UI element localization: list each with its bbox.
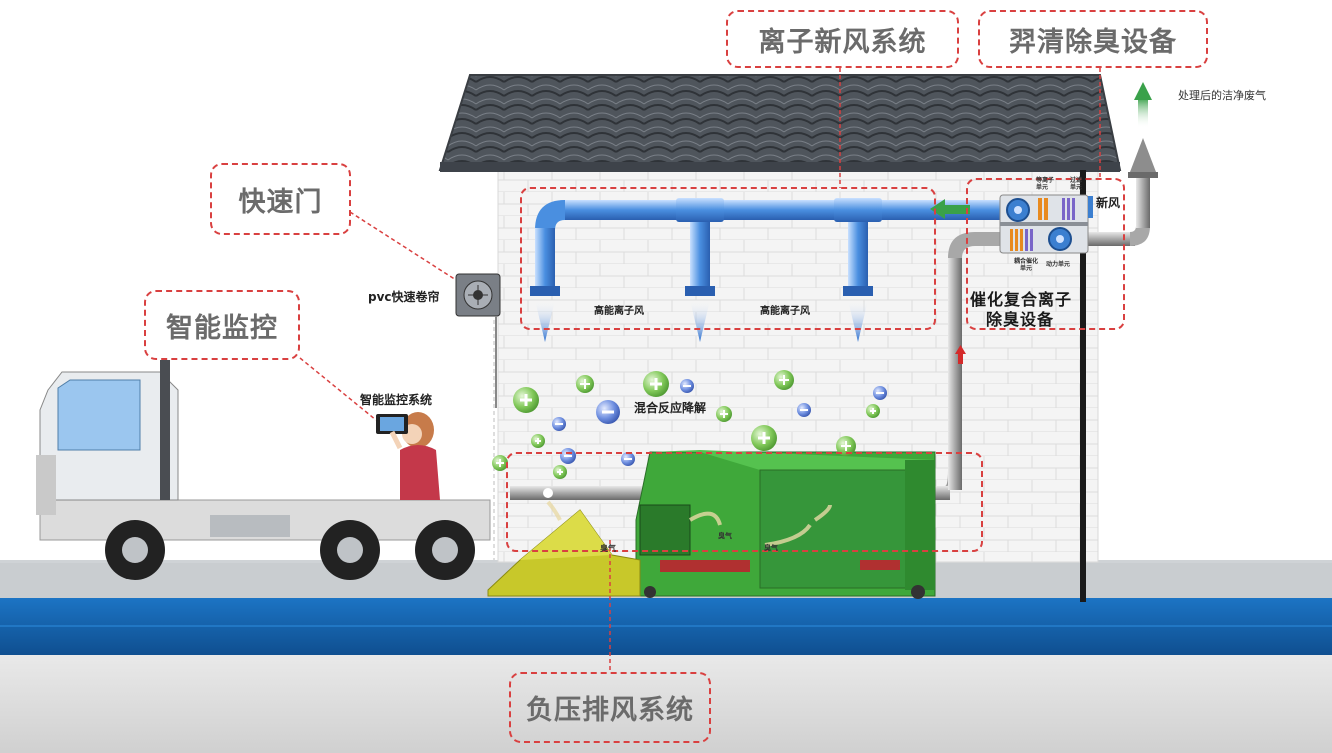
plus-ion xyxy=(866,404,880,418)
plus-ion xyxy=(836,436,856,456)
region-exhaust xyxy=(506,452,983,552)
label-odor: 臭气 xyxy=(600,544,616,553)
region-deodor-device xyxy=(966,178,1125,330)
plus-ion xyxy=(716,406,732,422)
minus-ion xyxy=(596,400,620,424)
plus-ion xyxy=(774,370,794,390)
building-post xyxy=(1080,170,1086,602)
label-monitor-system: 智能监控系统 xyxy=(360,393,433,407)
minus-ion xyxy=(873,386,887,400)
plus-ion xyxy=(492,455,508,471)
label-clean-exhaust: 处理后的洁净废气 xyxy=(1178,89,1266,102)
callout-fast-door: 快速门 xyxy=(210,163,351,235)
label-unit-catalytic: 耦合催化单元 xyxy=(1013,258,1038,272)
label-catalytic-device-line1: 催化复合离子 xyxy=(970,290,1073,309)
callout-yiqing-deodor: 羿清除臭设备 xyxy=(978,10,1208,68)
plus-ion xyxy=(513,387,539,413)
label-odor: 臭气 xyxy=(764,544,778,552)
label-high-ion-wind-2: 高能离子风 xyxy=(760,306,810,317)
label-catalytic-device-line2: 除臭设备 xyxy=(986,310,1055,329)
plus-ion xyxy=(643,371,669,397)
label-unit-ion: 等离子单元 xyxy=(1036,177,1055,191)
label-mixed-reaction: 混合反应降解 xyxy=(634,401,707,415)
callout-smart-monitor: 智能监控 xyxy=(144,290,300,360)
plus-ion xyxy=(751,425,777,451)
minus-ion xyxy=(680,379,694,393)
region-ion-ducts xyxy=(520,187,936,330)
label-fresh-air: 新风 xyxy=(1096,196,1121,210)
minus-ion xyxy=(552,417,566,431)
roof xyxy=(438,74,1122,171)
plus-ion xyxy=(531,434,545,448)
label-unit-filter: 过滤单元 xyxy=(1070,177,1083,191)
minus-ion xyxy=(621,452,635,466)
catalytic-device xyxy=(999,194,1093,254)
monitoring-operator xyxy=(376,412,440,500)
garbage-truck xyxy=(36,360,491,580)
garbage-compactor xyxy=(487,450,936,599)
callout-ion-fresh-air: 离子新风系统 xyxy=(726,10,959,68)
callout-negative-pressure: 负压排风系统 xyxy=(509,672,711,743)
ion-particles xyxy=(492,370,887,479)
plus-ion xyxy=(576,375,594,393)
label-pvc-door: pvc快速卷帘 xyxy=(368,290,440,304)
minus-ion xyxy=(797,403,811,417)
ground-band xyxy=(0,655,1332,753)
label-unit-power: 动力单元 xyxy=(1046,261,1071,268)
label-odor: 臭气 xyxy=(718,532,732,540)
plus-ion xyxy=(553,465,567,479)
ion-duct-system xyxy=(530,198,1000,342)
pvc-fast-door xyxy=(455,273,501,560)
label-high-ion-wind-1: 高能离子风 xyxy=(594,306,644,317)
